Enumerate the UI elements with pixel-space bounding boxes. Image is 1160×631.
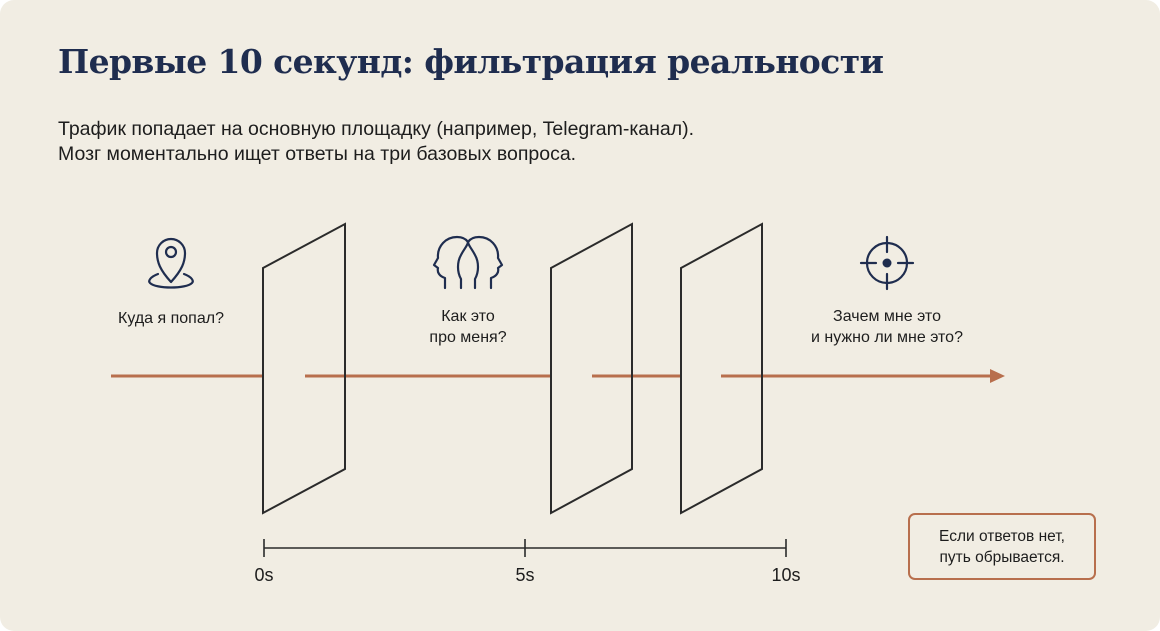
question-1-line-1: Куда я попал?: [118, 310, 224, 327]
timeline-axis: [263, 539, 787, 557]
note-box: Если ответов нет, путь обрывается.: [908, 513, 1096, 580]
two-heads-icon: [432, 235, 504, 290]
tick-label-5s: 5s: [515, 565, 535, 585]
subtitle-line-1: Трафик попадает на основную площадку (на…: [58, 118, 695, 140]
target-crosshair-icon: [859, 235, 915, 291]
map-pin-icon: [148, 237, 194, 289]
question-label-1: Куда я попал?: [118, 308, 224, 329]
filter-panel-3: [680, 222, 763, 515]
note-line-2: путь обрывается.: [939, 548, 1065, 566]
question-3-line-2: и нужно ли мне это?: [811, 329, 963, 346]
question-2-line-1: Как это: [441, 308, 495, 325]
tick-label-10s: 10s: [771, 565, 801, 585]
filter-panel-1: [262, 222, 346, 515]
question-label-2: Как это про меня?: [429, 306, 506, 348]
subtitle-line-2: Мозг моментально ищет ответы на три базо…: [58, 143, 577, 165]
page-title: Первые 10 секунд: фильтрация реальности: [58, 42, 884, 81]
filter-panel-2: [550, 222, 633, 515]
question-3-line-1: Зачем мне это: [833, 308, 941, 325]
tick-label-0s: 0s: [254, 565, 274, 585]
question-label-3: Зачем мне это и нужно ли мне это?: [811, 306, 963, 348]
note-line-1: Если ответов нет,: [939, 527, 1065, 545]
question-2-line-2: про меня?: [429, 329, 507, 346]
flow-arrowhead: [990, 369, 1005, 383]
